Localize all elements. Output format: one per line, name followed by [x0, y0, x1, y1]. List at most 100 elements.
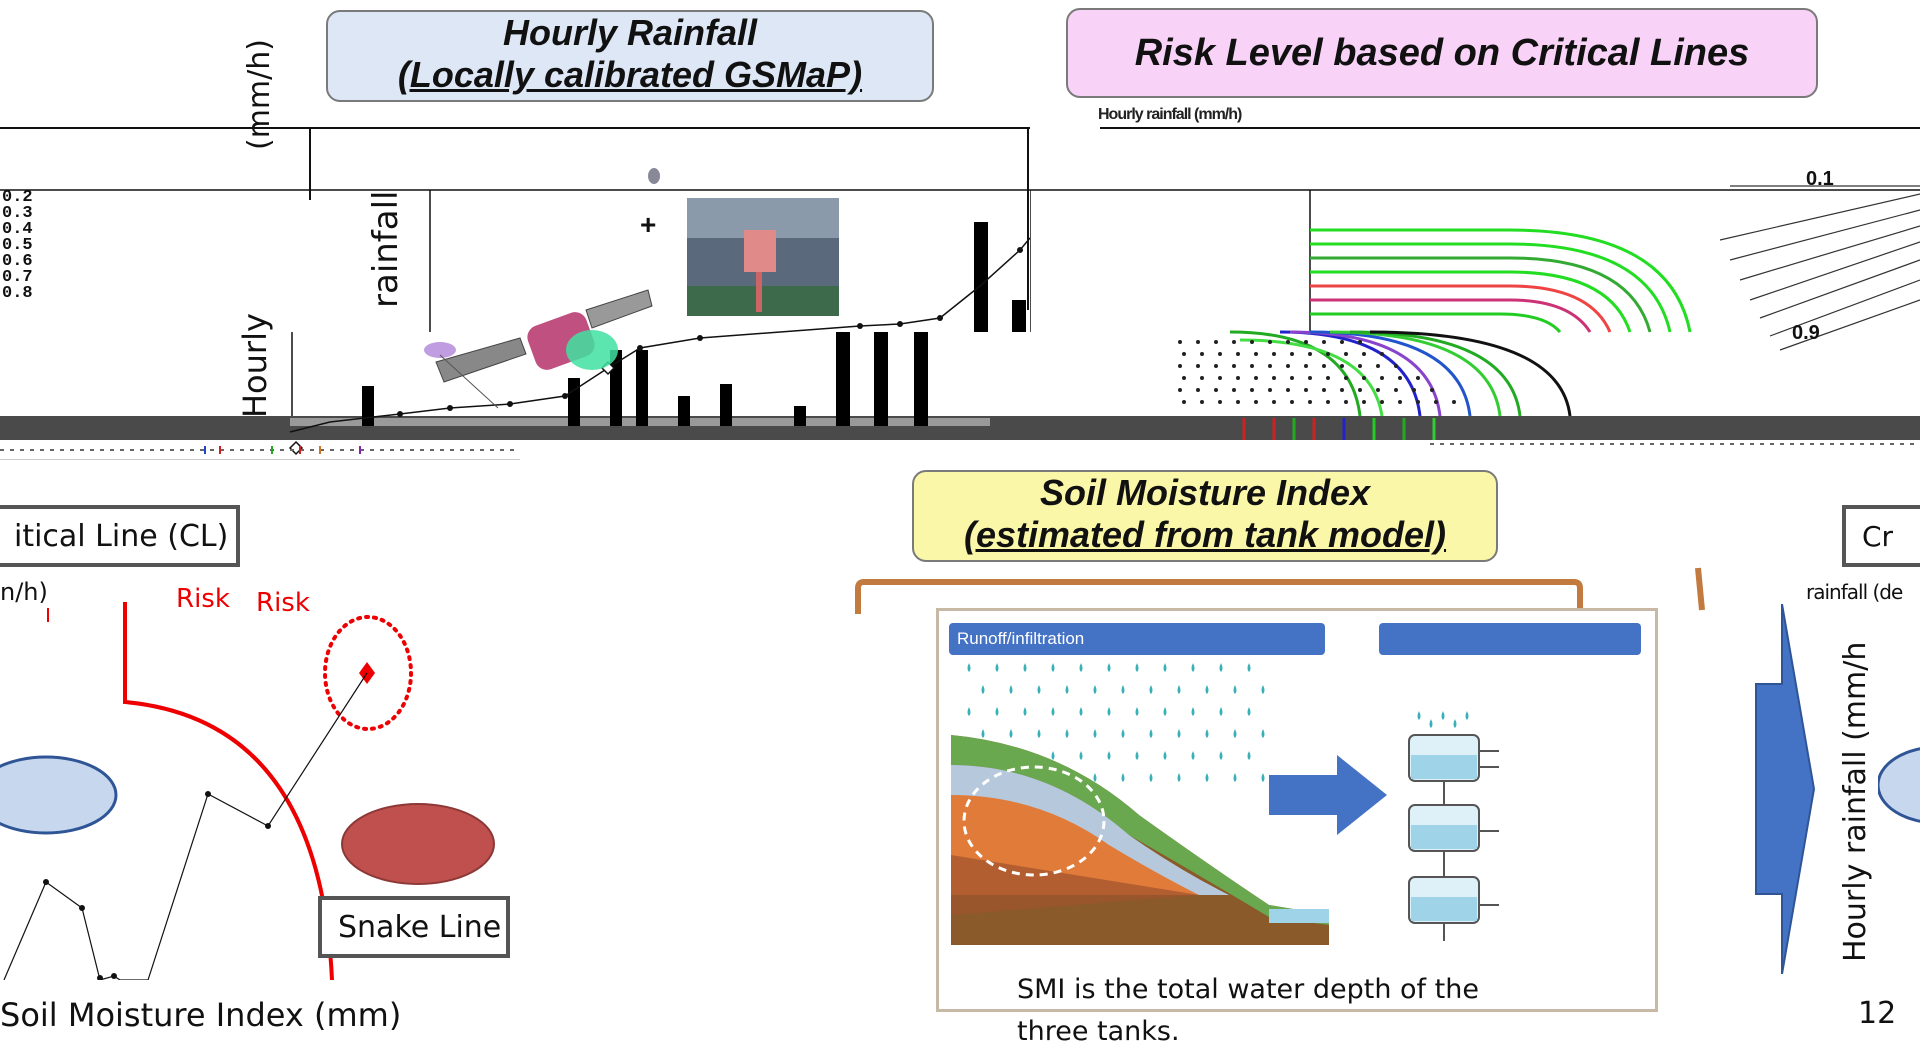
grid-dot — [1322, 364, 1326, 368]
grid-dot — [1344, 376, 1348, 380]
rain-drop — [1465, 711, 1469, 720]
rain-drop — [1065, 729, 1069, 738]
rain-drop — [1247, 707, 1251, 716]
grid-dot — [1218, 376, 1222, 380]
snake-line-label: Snake Line — [318, 896, 510, 958]
grid-dot — [1344, 352, 1348, 356]
rainfall-scale-labels: 0.2 0.3 0.4 0.5 0.6 0.7 0.8 — [2, 189, 33, 302]
grid-dot — [1254, 400, 1258, 404]
rain-drop — [1107, 663, 1111, 672]
critical-lines-header-text: Hourly rainfall (mm/h) — [1098, 106, 1242, 123]
tank-caption: SMI is the total water depth of the thre… — [1017, 969, 1479, 1053]
rain-drop — [1051, 751, 1055, 760]
satellite-icon: + — [424, 209, 656, 409]
rainfall-y-label-a: rainfall — [366, 190, 406, 308]
grid-dot — [1236, 400, 1240, 404]
risk-level-title-text: Risk Level based on Critical Lines — [1134, 32, 1750, 74]
grid-dot — [1308, 400, 1312, 404]
grid-dot — [1304, 364, 1308, 368]
grid-dot — [1236, 376, 1240, 380]
snake-line-graphic — [0, 602, 495, 981]
rain-drop — [995, 707, 999, 716]
grid-dot — [1434, 400, 1438, 404]
rain-drop — [1177, 685, 1181, 694]
grid-dot — [1322, 340, 1326, 344]
grid-dot — [1196, 340, 1200, 344]
rain-drop — [1135, 707, 1139, 716]
rain-drop — [1121, 773, 1125, 782]
rain-drop — [1121, 685, 1125, 694]
rain-drop — [1051, 707, 1055, 716]
rain-drop — [1233, 685, 1237, 694]
grid-dot — [1200, 352, 1204, 356]
rain-drop — [1163, 751, 1167, 760]
grid-dot — [1290, 352, 1294, 356]
rain-drop — [1177, 773, 1181, 782]
grid-dot — [1214, 340, 1218, 344]
rainfall-chart-panel: + — [0, 100, 1031, 461]
snake-line-diagram — [0, 480, 520, 981]
critical-line-label: itical Line (CL) — [0, 505, 240, 567]
rain-drop — [1135, 751, 1139, 760]
grid-dot — [1358, 364, 1362, 368]
grid-dot — [1182, 352, 1186, 356]
grid-dot — [1380, 376, 1384, 380]
grid-dot — [1358, 340, 1362, 344]
right-y-axis-label: Hourly rainfall (mm/h — [1838, 641, 1873, 962]
rain-drop — [1177, 729, 1181, 738]
rain-drop — [1429, 719, 1433, 728]
smi-bracket — [855, 567, 1705, 614]
grid-dot — [1344, 400, 1348, 404]
grid-dot — [1232, 388, 1236, 392]
rain-drop — [1191, 663, 1195, 672]
grid-dot — [1326, 352, 1330, 356]
grid-dot — [1178, 340, 1182, 344]
rain-drop — [1233, 729, 1237, 738]
risk-label-b: Risk — [256, 588, 310, 618]
grid-dot — [1380, 352, 1384, 356]
smi-axis-label: Soil Moisture Index (mm) — [0, 996, 402, 1034]
tank-model-graphic — [951, 663, 1499, 945]
rain-drop — [1023, 663, 1027, 672]
grid-dot — [1340, 364, 1344, 368]
grid-dot — [1218, 352, 1222, 356]
rain-drop — [1079, 663, 1083, 672]
tank-caption-line1: SMI is the total water depth of the — [1017, 974, 1479, 1005]
scale-label: 0.4 — [2, 220, 33, 239]
tank-caption-line2: three tanks. — [1017, 1016, 1180, 1047]
rain-drop — [1191, 707, 1195, 716]
grid-dot — [1254, 352, 1258, 356]
critical-label-low: 0.1 — [1806, 168, 1834, 190]
grid-dot — [1308, 352, 1312, 356]
rain-drop — [1163, 663, 1167, 672]
grid-dot — [1196, 364, 1200, 368]
grid-dot — [1250, 388, 1254, 392]
rain-drop — [1219, 751, 1223, 760]
right-header-text: rainfall (de — [1806, 580, 1903, 604]
rain-drop — [1107, 751, 1111, 760]
runoff-header-text: Runoff/infiltration — [957, 629, 1085, 648]
grid-dot — [1412, 388, 1416, 392]
rain-drop — [1261, 729, 1265, 738]
grid-dot — [1272, 376, 1276, 380]
rain-drop — [1261, 685, 1265, 694]
rain-drop — [1205, 729, 1209, 738]
grid-dot — [1232, 340, 1236, 344]
bottom-left-axis-unit: n/h) — [0, 578, 48, 606]
grid-dot — [1214, 364, 1218, 368]
grid-dot — [1326, 376, 1330, 380]
rain-drop — [1205, 773, 1209, 782]
grid-dot — [1308, 376, 1312, 380]
grid-dot — [1290, 376, 1294, 380]
rain-drop — [1079, 751, 1083, 760]
grid-dot — [1358, 388, 1362, 392]
rain-drop — [1079, 707, 1083, 716]
rain-drop — [1037, 729, 1041, 738]
rain-drop — [1417, 711, 1421, 720]
rain-drop — [1009, 729, 1013, 738]
rainfall-y-label-b: Hourly — [236, 313, 274, 418]
grid-dot — [1394, 364, 1398, 368]
rain-drop — [967, 663, 971, 672]
grid-dot — [1182, 376, 1186, 380]
grid-dot — [1250, 364, 1254, 368]
